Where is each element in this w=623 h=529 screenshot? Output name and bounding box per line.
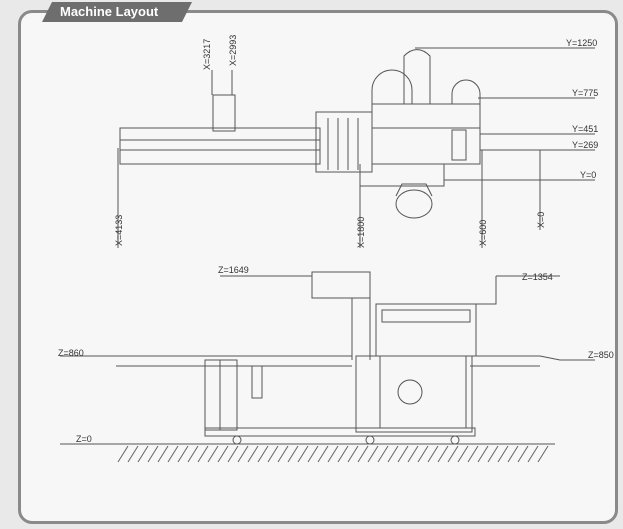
dome-middle [403,49,431,104]
top-gear-block [315,111,373,173]
top-conveyor-bed [119,127,321,165]
label-z-1649: Z=1649 [218,265,249,275]
diagram-panel [18,10,618,524]
label-x-2993: X=2993 [228,35,238,66]
label-x-4133: X=4133 [114,215,124,246]
label-y-451: Y=451 [572,124,598,134]
label-x-3217: X=3217 [202,39,212,70]
side-wheel-2 [365,435,375,445]
label-z-0: Z=0 [76,434,92,444]
side-base-cabinet [355,355,473,433]
label-z-850: Z=850 [588,350,614,360]
label-x-1800: X=1800 [356,217,366,248]
label-z-1354: Z=1354 [522,272,553,282]
dome-right [451,79,481,104]
label-y-0: Y=0 [580,170,596,180]
side-wheel-1 [232,435,242,445]
top-body-box [371,103,481,165]
label-z-860: Z=860 [58,348,84,358]
label-y-1250: Y=1250 [566,38,597,48]
side-motor-circle [397,379,423,405]
side-wheel-3 [450,435,460,445]
label-x-0: X=0 [536,212,546,228]
panel-title: Machine Layout [42,2,192,22]
top-tower-block [212,94,236,132]
label-y-269: Y=269 [572,140,598,150]
side-left-frame [204,359,238,431]
label-y-775: Y=775 [572,88,598,98]
floor-hatch [117,445,549,463]
top-wheel [395,189,433,219]
top-pedestal [359,164,445,187]
side-upper-cabinet [375,303,477,357]
side-base-rail [204,427,476,437]
side-top-box [311,271,371,299]
label-x-600: X=600 [478,220,488,246]
dome-left [371,69,413,104]
